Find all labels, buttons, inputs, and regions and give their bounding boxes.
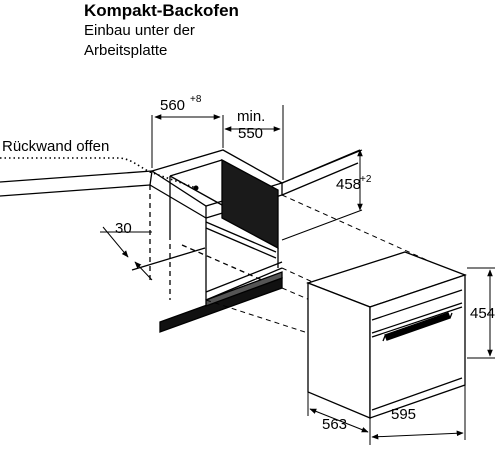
header: Kompakt-Backofen Einbau unter der Arbeit…	[84, 0, 239, 61]
rear-wall-leader	[0, 157, 199, 191]
niche-width-value: 560	[160, 97, 185, 114]
front-offset-value: 30	[115, 220, 132, 237]
niche-width-tolerance: +8	[190, 94, 202, 105]
niche-height-value: 458	[336, 176, 361, 193]
niche-depth-min: min.	[237, 108, 265, 125]
niche-depth-value: 550	[238, 125, 263, 142]
rear-wall-label: Rückwand offen	[2, 138, 109, 155]
subtitle-line-2: Arbeitsplatte	[84, 42, 168, 59]
niche-width-dimension	[151, 105, 284, 180]
subtitle-line-1: Einbau unter der	[84, 22, 195, 39]
worktop	[0, 149, 361, 271]
oven-dimensions	[307, 267, 495, 445]
oven-width-value: 595	[391, 406, 416, 423]
diagram-title: Kompakt-Backofen	[84, 1, 239, 20]
niche-height-dimension	[281, 149, 363, 241]
niche-height-tolerance: +2	[360, 174, 372, 185]
niche	[149, 158, 283, 333]
front-offset-dimension	[100, 226, 153, 281]
oven-depth-value: 563	[322, 416, 347, 433]
oven	[306, 251, 467, 419]
oven-height-value: 454	[470, 305, 495, 322]
